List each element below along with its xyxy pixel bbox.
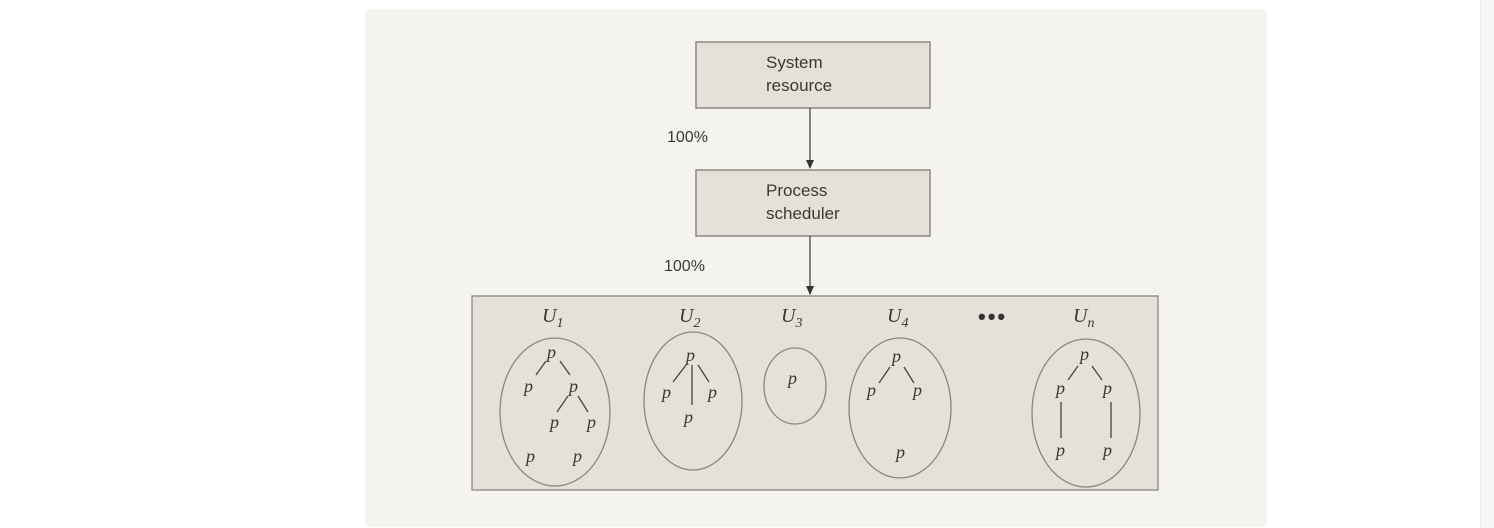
process-node: p bbox=[911, 380, 922, 400]
user-label-u1: U1 bbox=[542, 305, 563, 331]
process-node: p bbox=[1054, 378, 1065, 398]
diagram-canvas: System resource 100% Process scheduler 1… bbox=[471, 41, 1159, 491]
user-un-ellipse bbox=[1031, 338, 1141, 488]
process-node: p bbox=[522, 376, 533, 396]
process-scheduler-label-line2: scheduler bbox=[766, 204, 840, 223]
user-u2-ellipse bbox=[643, 331, 743, 471]
process-scheduler-label-line1: Process bbox=[766, 181, 827, 200]
process-node: p bbox=[684, 345, 695, 365]
process-node: p bbox=[660, 382, 671, 402]
user-group-un: Un p p p p p bbox=[1031, 305, 1141, 488]
process-node: p bbox=[706, 382, 717, 402]
user-group-u2: U2 p p p p bbox=[643, 305, 743, 471]
share-label-bottom: 100% bbox=[664, 258, 705, 275]
process-node: p bbox=[571, 446, 582, 466]
scheduler-diagram: System resource 100% Process scheduler 1… bbox=[366, 10, 1266, 526]
ellipsis: ••• bbox=[978, 304, 1007, 329]
system-resource-label-line1: System bbox=[766, 53, 823, 72]
process-node: p bbox=[865, 380, 876, 400]
process-node: p bbox=[524, 446, 535, 466]
user-label-u3: U3 bbox=[781, 305, 802, 331]
process-node: p bbox=[585, 412, 596, 432]
user-u4-ellipse bbox=[848, 337, 952, 479]
process-node: p bbox=[545, 342, 556, 362]
process-node: p bbox=[682, 407, 693, 427]
user-label-u4: U4 bbox=[887, 305, 908, 331]
user-group-u3: U3 p bbox=[763, 305, 827, 425]
process-node: p bbox=[1101, 378, 1112, 398]
user-u1-ellipse bbox=[499, 337, 611, 487]
user-group-u4: U4 p p p p bbox=[848, 305, 952, 479]
user-label-u2: U2 bbox=[679, 305, 700, 331]
process-node: p bbox=[786, 368, 797, 388]
user-u3-ellipse bbox=[763, 347, 827, 425]
process-node: p bbox=[1054, 440, 1065, 460]
user-group-u1: U1 p p p p p p p bbox=[499, 305, 611, 487]
process-node: p bbox=[894, 442, 905, 462]
user-label-un: Un bbox=[1073, 305, 1094, 331]
system-resource-box: System resource bbox=[695, 41, 931, 109]
user-groups-container bbox=[471, 295, 1159, 491]
process-node: p bbox=[548, 412, 559, 432]
scrollbar[interactable] bbox=[1480, 0, 1494, 528]
process-node: p bbox=[890, 346, 901, 366]
process-node: p bbox=[1078, 344, 1089, 364]
process-node: p bbox=[1101, 440, 1112, 460]
process-scheduler-box: Process scheduler bbox=[695, 169, 931, 237]
share-label-top: 100% bbox=[667, 129, 708, 146]
system-resource-label-line2: resource bbox=[766, 76, 832, 95]
process-node: p bbox=[567, 376, 578, 396]
